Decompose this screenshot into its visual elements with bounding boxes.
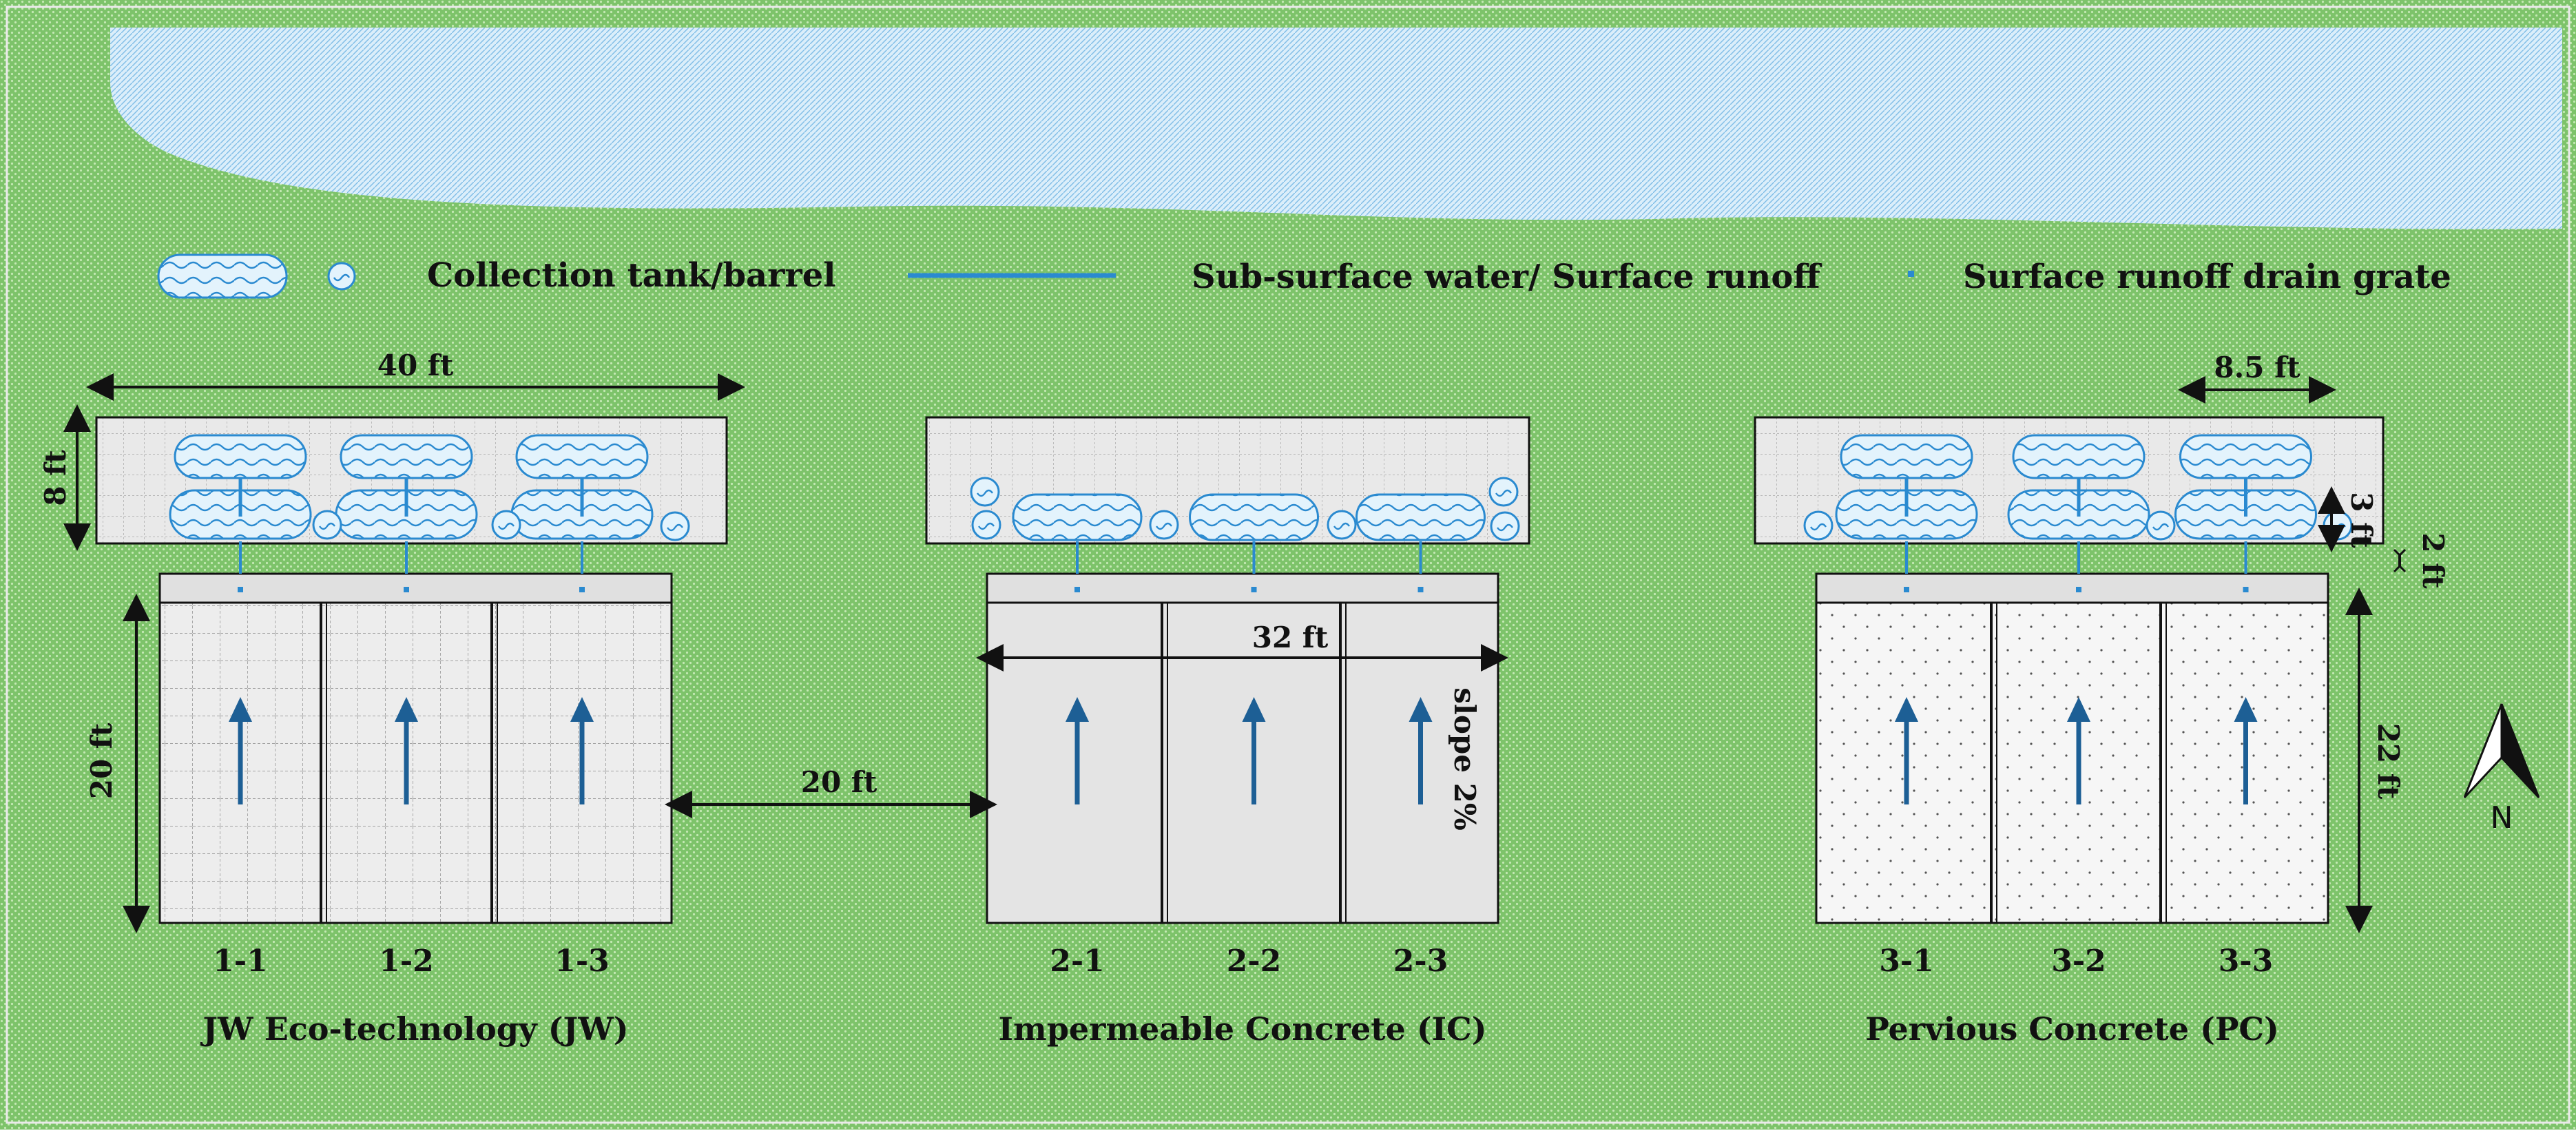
plot-label: 1-3: [554, 944, 610, 979]
dim-barrel-width: 8.5 ft: [2214, 351, 2300, 384]
water-body: [110, 28, 2562, 229]
dim-strip: 2 ft: [2416, 532, 2450, 589]
barrel: [1327, 510, 1357, 540]
collection-tank: [515, 434, 649, 479]
flow-arrow-head: [395, 697, 418, 722]
drain-grate: [404, 587, 409, 592]
drain-grate: [238, 587, 243, 592]
barrel: [312, 510, 342, 540]
flow-arrow-head: [570, 697, 594, 722]
plot-label: 3-1: [1879, 944, 1934, 979]
flow-arrow-head: [2234, 697, 2258, 722]
slope-label: slope 2%: [1448, 687, 1482, 830]
drain-grate: [2076, 587, 2081, 592]
plot-label: 2-3: [1393, 944, 1448, 979]
collection-tank: [340, 434, 473, 479]
drain-strip: [1815, 572, 2329, 604]
barrel: [660, 511, 690, 541]
plot-label: 1-1: [213, 944, 268, 979]
barrel: [1803, 510, 1834, 541]
flow-arrow-head: [1409, 697, 1433, 722]
tank-legend-icon: [157, 253, 288, 299]
dimensions: 40 ft 8 ft 20 ft 20 ft 32 ft slope 2% 8.…: [39, 349, 2450, 933]
dim-barrel-height: 3 ft: [2345, 492, 2378, 548]
plot-label: 3-3: [2219, 944, 2274, 979]
collection-tank: [174, 434, 307, 479]
drain-grate: [1074, 587, 1080, 592]
barrel: [2146, 510, 2176, 541]
collection-tank: [1012, 493, 1143, 541]
plot-label: 2-2: [1227, 944, 1282, 979]
barrel: [970, 477, 1000, 507]
barrel: [1488, 477, 1519, 507]
plot-area: [158, 601, 673, 924]
dim-plot-length: 20 ft: [85, 723, 118, 799]
section-title: Pervious Concrete (PC): [1865, 1010, 2279, 1048]
north-label: N: [2491, 800, 2513, 835]
drain-strip: [158, 572, 673, 604]
dim-gap: 20 ft: [801, 765, 877, 799]
barrel: [1149, 510, 1179, 540]
collection-tank: [1189, 493, 1319, 541]
drain-legend-icon: [1908, 271, 1914, 277]
collection-tank: [1840, 434, 1973, 479]
drain-grate: [579, 587, 585, 592]
plot-area: [1815, 601, 2329, 924]
north-arrow-icon: N: [2463, 703, 2540, 835]
plot-label: 1-2: [379, 944, 434, 979]
dim-width-ic: 32 ft: [1252, 621, 1329, 654]
dim-plot-length-pc: 22 ft: [2371, 723, 2405, 800]
flow-arrow-head: [229, 697, 252, 722]
drain-grate: [1251, 587, 1257, 592]
legend-tank-label: Collection tank/barrel: [427, 256, 835, 295]
section-title: Impermeable Concrete (IC): [999, 1010, 1487, 1048]
drain-grate: [1904, 587, 1909, 592]
flow-arrow-head: [1242, 697, 1266, 722]
section-title: JW Eco-technology (JW): [200, 1010, 628, 1048]
plot-label: 2-1: [1050, 944, 1105, 979]
legend-flow-label: Sub-surface water/ Surface runoff: [1192, 258, 1822, 296]
collection-tank: [2179, 434, 2312, 479]
dim-width-jw: 40 ft: [377, 349, 454, 382]
dim-tank-height: 8 ft: [39, 450, 72, 506]
legend: Collection tank/barrel Sub-surface water…: [157, 253, 2451, 299]
flow-arrow-head: [1066, 697, 1089, 722]
flow-arrow-head: [1895, 697, 1918, 722]
flow-arrow-head: [2067, 697, 2090, 722]
barrel-legend-icon: [327, 262, 356, 291]
barrel: [971, 510, 1001, 540]
plot-sections: 1-1 1-2 1-3 JW Eco-technology (JW) 2-1 2-2 2-3…: [95, 416, 2385, 1048]
barrel: [1490, 511, 1520, 541]
collection-tank: [2012, 434, 2146, 479]
barrel: [491, 510, 521, 540]
plot-label: 3-2: [2051, 944, 2106, 979]
drain-grate: [2243, 587, 2249, 592]
collection-tank: [1355, 493, 1486, 541]
section-1: 1-1 1-2 1-3 JW Eco-technology (JW): [95, 416, 728, 1048]
drain-strip: [986, 572, 1499, 604]
legend-drain-label: Surface runoff drain grate: [1963, 258, 2451, 296]
drain-grate: [1417, 587, 1424, 592]
